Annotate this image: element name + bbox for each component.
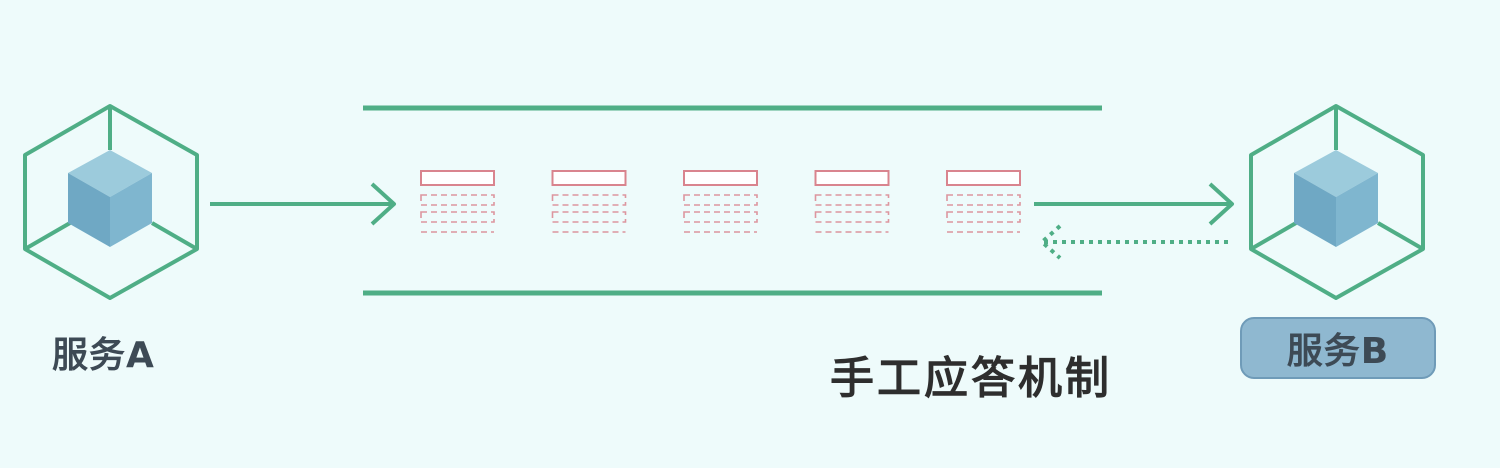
arrow-right-icon bbox=[210, 182, 396, 226]
dotted-arrow-left-icon bbox=[1038, 224, 1228, 260]
arrow-right-icon bbox=[1034, 182, 1234, 226]
message-queue bbox=[420, 170, 1021, 233]
service-b-label: 服务B bbox=[1240, 317, 1436, 379]
service-a-node-icon bbox=[23, 104, 199, 300]
service-b-node-icon bbox=[1249, 104, 1425, 300]
message-icon bbox=[551, 170, 627, 233]
message-icon bbox=[814, 170, 890, 233]
message-icon bbox=[683, 170, 758, 233]
message-icon bbox=[420, 170, 495, 233]
message-icon bbox=[946, 170, 1021, 233]
diagram-caption: 手工应答机制 bbox=[830, 353, 1112, 404]
service-a-label: 服务A bbox=[52, 335, 155, 376]
